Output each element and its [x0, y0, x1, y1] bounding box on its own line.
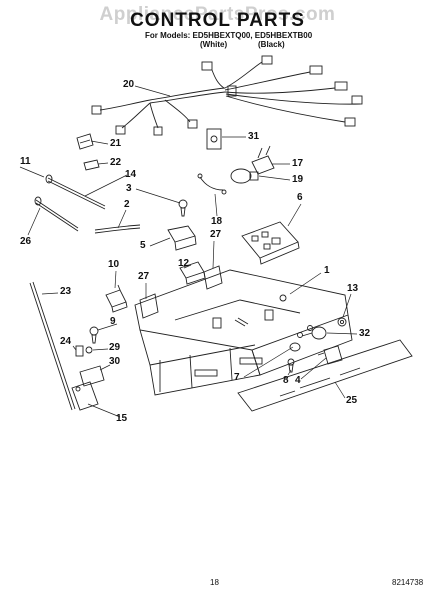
bracket-10 — [105, 284, 128, 313]
callout-24: 24 — [60, 336, 72, 347]
callout-22: 22 — [110, 157, 122, 168]
callout-26: 26 — [20, 236, 32, 247]
callout-12: 12 — [178, 258, 190, 269]
screw-9 — [89, 326, 99, 344]
callout-8: 8 — [283, 375, 289, 386]
trim-strip-25 — [237, 339, 413, 412]
variant-black: (Black) — [258, 40, 285, 49]
leader-lines — [19, 85, 358, 418]
tube-26 — [34, 196, 79, 232]
wire-harness — [91, 55, 363, 136]
callout-25: 25 — [346, 395, 358, 406]
callout-15: 15 — [116, 413, 128, 424]
bracket-12 — [179, 261, 206, 285]
callout-27-upper: 27 — [210, 229, 222, 240]
callout-23: 23 — [60, 286, 72, 297]
document-number: 8214738 — [392, 578, 424, 587]
spacer-24 — [75, 345, 84, 357]
control-housing-1 — [134, 269, 353, 396]
callout-4: 4 — [295, 375, 301, 386]
callout-30: 30 — [109, 356, 121, 367]
callout-21: 21 — [110, 138, 122, 149]
switch-5 — [167, 225, 197, 251]
bracket-30 — [79, 365, 105, 387]
callout-13: 13 — [347, 283, 359, 294]
callout-19: 19 — [292, 174, 304, 185]
label-27-lower — [139, 293, 159, 319]
socket-31 — [206, 128, 222, 150]
grommet-7 — [289, 342, 301, 352]
variant-white: (White) — [200, 40, 228, 49]
wire-18 — [197, 173, 227, 195]
callout-3: 3 — [126, 183, 132, 194]
watermark: AppliancePartsPros.com — [99, 4, 336, 25]
callout-17: 17 — [292, 158, 304, 169]
switch-4 — [317, 345, 343, 365]
label-27-upper — [203, 265, 223, 290]
callout-9: 9 — [110, 316, 116, 327]
lamp-socket-17 — [251, 145, 275, 175]
callout-2: 2 — [124, 199, 130, 210]
capillary-tube-14 — [45, 174, 106, 210]
callout-32: 32 — [359, 328, 371, 339]
callout-7: 7 — [234, 372, 240, 383]
callout-20: 20 — [123, 79, 135, 90]
control-board-6 — [241, 221, 300, 265]
sensor-wire-2 — [94, 224, 141, 234]
callout-5: 5 — [140, 240, 146, 251]
screw-29 — [85, 346, 93, 354]
clip-22 — [83, 159, 100, 171]
models-line: For Models: ED5HBEXTQ00, ED5HBEXTB00 — [145, 31, 313, 40]
callout-1: 1 — [324, 265, 330, 276]
callout-6: 6 — [297, 192, 303, 203]
end-cap-15 — [71, 381, 99, 411]
callout-31: 31 — [248, 131, 260, 142]
page-number: 18 — [210, 578, 219, 587]
knob-32 — [301, 326, 327, 340]
callout-18: 18 — [211, 216, 223, 227]
light-bulb-19 — [230, 168, 259, 184]
callout-29: 29 — [109, 342, 121, 353]
screw-8 — [287, 358, 295, 373]
callout-14: 14 — [125, 169, 137, 180]
callout-27-lower: 27 — [138, 271, 150, 282]
nut-13 — [337, 317, 347, 327]
screw-3 — [178, 199, 188, 217]
callout-11: 11 — [20, 156, 31, 167]
rod-23 — [29, 281, 76, 411]
page-title: CONTROL PARTS — [130, 10, 305, 31]
connector-21 — [76, 133, 94, 150]
callout-10: 10 — [108, 259, 120, 270]
